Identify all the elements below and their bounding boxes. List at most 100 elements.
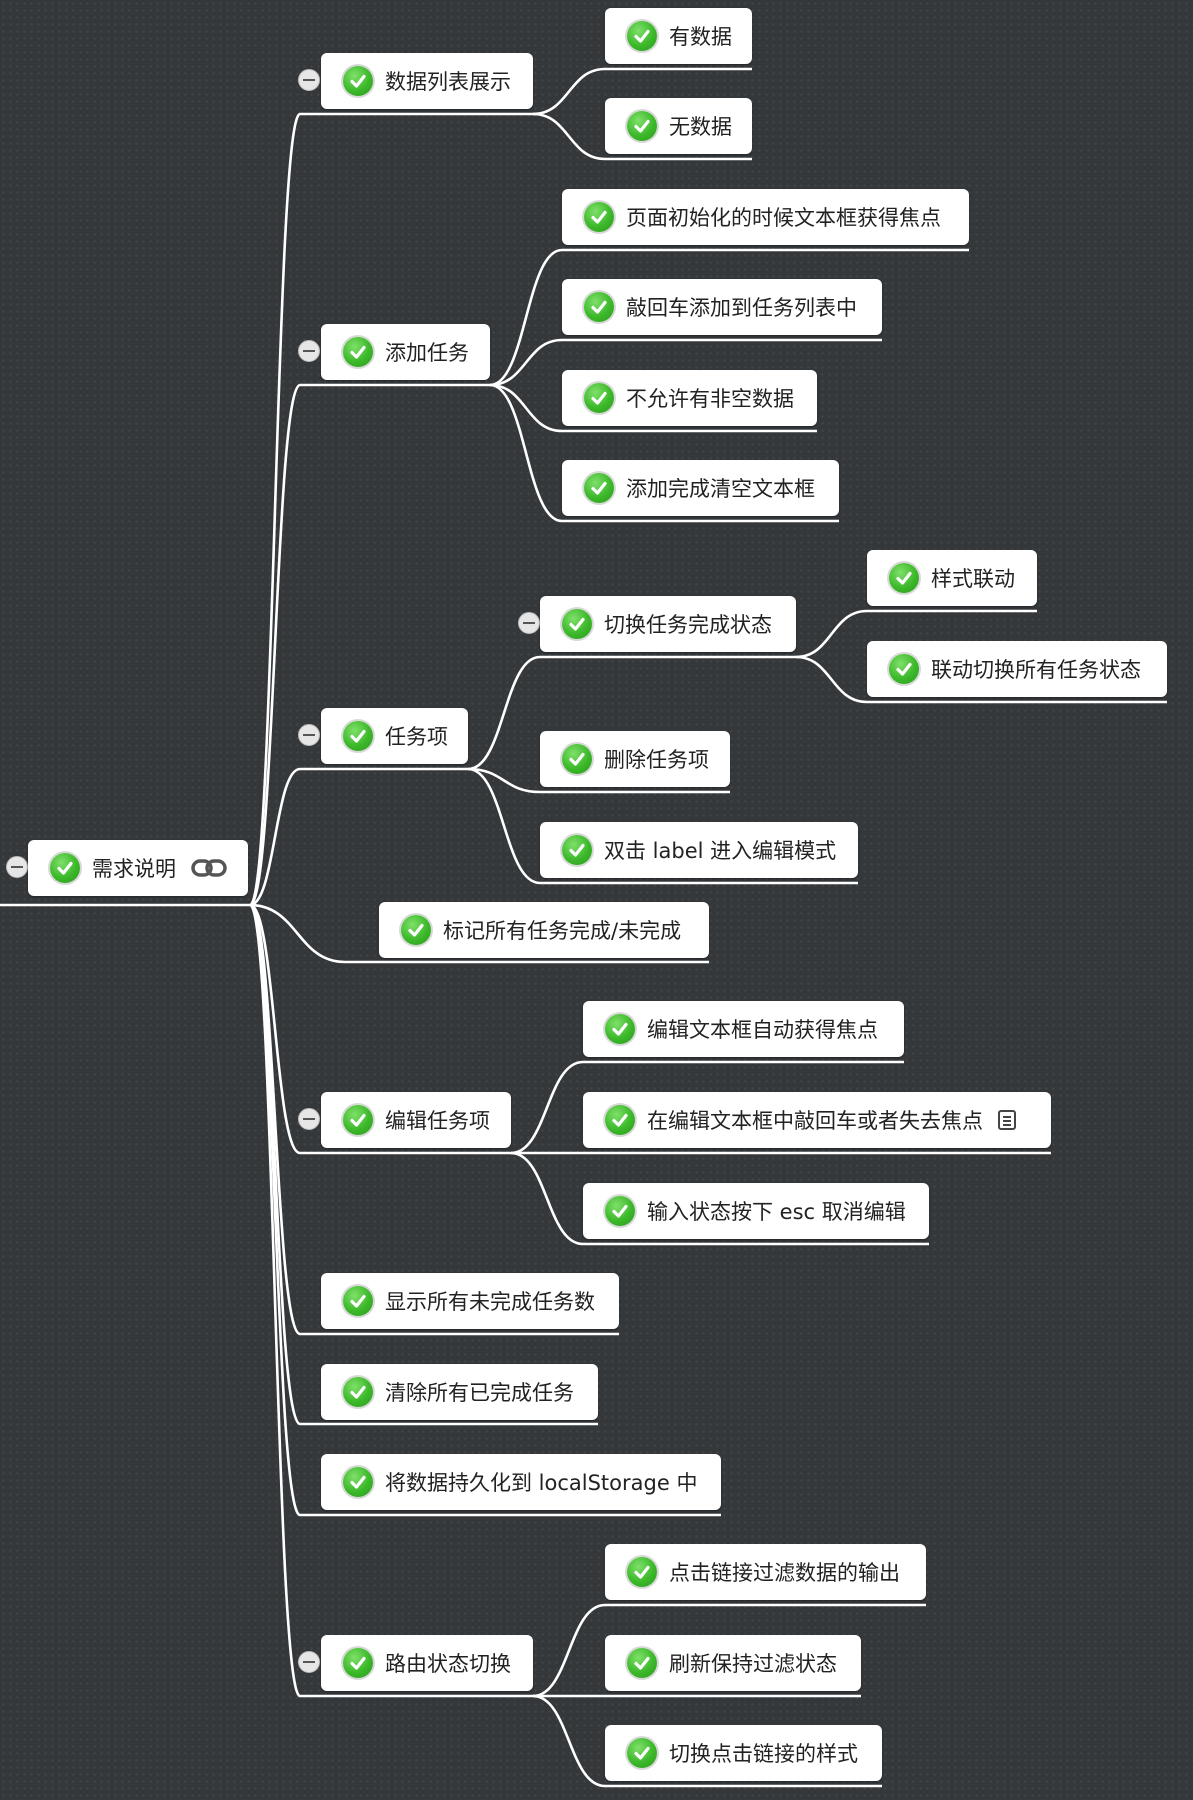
collapse-toggle-routing[interactable]: [298, 1651, 320, 1673]
link-icon[interactable]: [190, 857, 228, 879]
checkmark-icon: [627, 1648, 657, 1678]
mind-map-node-toggle-state[interactable]: 切换任务完成状态: [540, 596, 796, 652]
mind-map-node-no-data[interactable]: 无数据: [605, 98, 752, 154]
node-label: 数据列表展示: [385, 70, 511, 94]
connector-curve: [532, 112, 606, 161]
connector-curve: [795, 609, 868, 659]
node-label: 敲回车添加到任务列表中: [626, 296, 857, 320]
connector-curve: [249, 767, 301, 907]
checkmark-icon: [627, 21, 657, 51]
node-label: 在编辑文本框中敲回车或者失去焦点: [647, 1109, 983, 1133]
checkmark-icon: [605, 1105, 635, 1135]
checkmark-icon: [584, 202, 614, 232]
checkmark-icon: [50, 853, 80, 883]
mind-map-node-enter-add[interactable]: 敲回车添加到任务列表中: [562, 279, 882, 335]
collapse-toggle-data-list[interactable]: [298, 69, 320, 91]
checkmark-icon: [605, 1196, 635, 1226]
checkmark-icon: [401, 915, 431, 945]
connector-curve: [467, 767, 541, 794]
node-label: 双击 label 进入编辑模式: [604, 839, 837, 863]
node-label: 刷新保持过滤状态: [669, 1652, 837, 1676]
note-icon[interactable]: [997, 1109, 1017, 1131]
mind-map-node-enter-or-blur[interactable]: 在编辑文本框中敲回车或者失去焦点: [583, 1092, 1051, 1148]
node-label: 编辑任务项: [385, 1109, 490, 1133]
checkmark-icon: [562, 744, 592, 774]
connector-curve: [489, 383, 563, 433]
node-label: 任务项: [385, 725, 448, 749]
collapse-toggle-add-task[interactable]: [298, 340, 320, 362]
mind-map-node-no-empty[interactable]: 不允许有非空数据: [562, 370, 817, 426]
node-label: 添加任务: [385, 341, 469, 365]
mind-map-node-delete-item[interactable]: 删除任务项: [540, 731, 730, 787]
mind-map-node-clear-completed[interactable]: 清除所有已完成任务: [321, 1364, 598, 1420]
connector-curve: [248, 383, 302, 907]
checkmark-icon: [584, 292, 614, 322]
collapse-toggle-toggle-state[interactable]: [518, 612, 540, 634]
mind-map-node-style-link[interactable]: 样式联动: [867, 550, 1037, 606]
node-label: 联动切换所有任务状态: [931, 658, 1141, 682]
mind-map-node-routing[interactable]: 路由状态切换: [321, 1635, 533, 1691]
mind-map-node-edit-autofocus[interactable]: 编辑文本框自动获得焦点: [583, 1001, 904, 1057]
connector-curve: [489, 338, 563, 387]
node-label: 页面初始化的时候文本框获得焦点: [626, 206, 941, 230]
node-label: 标记所有任务完成/未完成: [443, 919, 682, 943]
mind-map-node-task-item[interactable]: 任务项: [321, 708, 468, 764]
connector-curve: [467, 767, 541, 885]
node-label: 路由状态切换: [385, 1652, 511, 1676]
mind-map-node-clear-input[interactable]: 添加完成清空文本框: [562, 460, 839, 516]
mind-map-node-data-list[interactable]: 数据列表展示: [321, 53, 533, 109]
checkmark-icon: [343, 337, 373, 367]
connector-curve: [248, 903, 302, 1698]
node-label: 需求说明: [92, 857, 176, 881]
node-label: 输入状态按下 esc 取消编辑: [647, 1200, 906, 1224]
connector-curve: [489, 248, 563, 387]
mind-map-node-mark-all[interactable]: 标记所有任务完成/未完成: [379, 902, 709, 958]
connector-curve: [532, 1694, 606, 1788]
checkmark-icon: [343, 1286, 373, 1316]
node-label: 切换点击链接的样式: [669, 1742, 858, 1766]
mind-map-node-link-style[interactable]: 切换点击链接的样式: [605, 1725, 882, 1781]
checkmark-icon: [343, 66, 373, 96]
mind-map-node-esc-cancel[interactable]: 输入状态按下 esc 取消编辑: [583, 1183, 929, 1239]
connector-curve: [248, 112, 302, 907]
node-label: 显示所有未完成任务数: [385, 1290, 595, 1314]
connector-curve: [795, 655, 868, 704]
mind-map-node-has-data[interactable]: 有数据: [605, 8, 752, 64]
checkmark-icon: [562, 835, 592, 865]
checkmark-icon: [343, 721, 373, 751]
mind-map-node-root[interactable]: 需求说明: [28, 840, 248, 896]
node-label: 有数据: [669, 25, 732, 49]
checkmark-icon: [343, 1105, 373, 1135]
checkmark-icon: [627, 1557, 657, 1587]
mind-map-node-filter-links[interactable]: 点击链接过滤数据的输出: [605, 1544, 926, 1600]
checkmark-icon: [889, 654, 919, 684]
checkmark-icon: [343, 1467, 373, 1497]
node-label: 不允许有非空数据: [626, 387, 794, 411]
connector-curve: [532, 67, 606, 116]
checkmark-icon: [605, 1014, 635, 1044]
node-label: 清除所有已完成任务: [385, 1381, 574, 1405]
mind-map-node-edit-item[interactable]: 编辑任务项: [321, 1092, 511, 1148]
mind-map-node-show-remaining[interactable]: 显示所有未完成任务数: [321, 1273, 619, 1329]
collapse-toggle-task-item[interactable]: [298, 724, 320, 746]
node-label: 添加完成清空文本框: [626, 477, 815, 501]
collapse-toggle-root[interactable]: [6, 856, 28, 878]
checkmark-icon: [343, 1377, 373, 1407]
mind-map-node-persist-storage[interactable]: 将数据持久化到 localStorage 中: [321, 1454, 721, 1510]
node-label: 将数据持久化到 localStorage 中: [385, 1471, 698, 1495]
mind-map-node-add-task[interactable]: 添加任务: [321, 324, 490, 380]
mind-map-node-dblclick-edit[interactable]: 双击 label 进入编辑模式: [540, 822, 858, 878]
checkmark-icon: [627, 1738, 657, 1768]
mind-map-node-toggle-all[interactable]: 联动切换所有任务状态: [867, 641, 1167, 697]
mind-map-node-keep-filter[interactable]: 刷新保持过滤状态: [605, 1635, 861, 1691]
checkmark-icon: [627, 111, 657, 141]
node-label: 样式联动: [931, 567, 1015, 591]
checkmark-icon: [584, 473, 614, 503]
connector-curve: [510, 1060, 584, 1155]
node-label: 删除任务项: [604, 748, 709, 772]
connector-curve: [249, 903, 346, 964]
collapse-toggle-edit-item[interactable]: [298, 1108, 320, 1130]
mind-map-node-init-focus[interactable]: 页面初始化的时候文本框获得焦点: [562, 189, 969, 245]
